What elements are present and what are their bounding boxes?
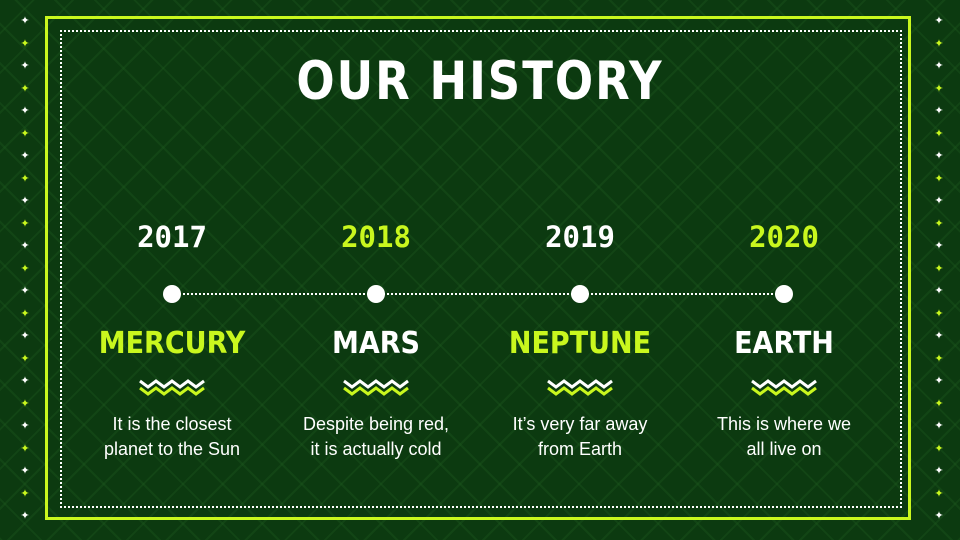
year-3: 2019 — [545, 220, 615, 254]
sparkle-icon: ✦ — [934, 509, 944, 522]
timeline-dot-3 — [571, 285, 589, 303]
sparkle-icon: ✦ — [20, 126, 30, 140]
description-3: It’s very far away from Earth — [470, 412, 690, 462]
sparkle-icon: ✦ — [20, 486, 30, 500]
sparkle-icon: ✦ — [20, 239, 30, 252]
sparkle-icon: ✦ — [20, 171, 30, 185]
sparkle-icon: ✦ — [20, 81, 30, 95]
timeline-dot-2 — [367, 285, 385, 303]
description-3-line-2: from Earth — [537, 439, 623, 459]
sparkle-icon: ✦ — [934, 14, 944, 27]
sparkle-icon: ✦ — [934, 351, 944, 365]
planet-name-1: MERCURY — [98, 326, 246, 361]
slide-title: OUR HISTORY — [296, 50, 664, 112]
sparkle-icon: ✦ — [20, 149, 30, 162]
year-1: 2017 — [137, 220, 207, 254]
zigzag-icon — [343, 379, 409, 396]
sparkle-icon: ✦ — [934, 419, 944, 432]
sparkle-icon: ✦ — [934, 329, 944, 342]
sparkle-icon: ✦ — [934, 126, 944, 140]
sparkle-icon: ✦ — [934, 441, 944, 455]
timeline-dot-4 — [775, 285, 793, 303]
planet-name-3: NEPTUNE — [508, 326, 652, 361]
sparkle-icon: ✦ — [20, 284, 30, 297]
zigzag-icon — [751, 379, 817, 396]
inner-dotted-border — [60, 30, 902, 508]
sparkle-icon: ✦ — [20, 36, 30, 50]
planet-name-4: EARTH — [734, 326, 834, 361]
sparkle-icon: ✦ — [20, 329, 30, 342]
sparkle-icon: ✦ — [934, 81, 944, 95]
sparkle-icon: ✦ — [20, 396, 30, 410]
description-4-line-2: all live on — [746, 439, 822, 459]
description-2: Despite being red, it is actually cold — [266, 412, 486, 462]
zigzag-icon — [139, 379, 205, 396]
sparkle-icon: ✦ — [934, 396, 944, 410]
description-2-line-1: Despite being red, — [302, 414, 450, 434]
zigzag-icon — [547, 379, 613, 396]
right-star-column: ✦ ✦ ✦ ✦ ✦ ✦ ✦ ✦ ✦ ✦ ✦ ✦ ✦ ✦ ✦ ✦ ✦ ✦ ✦ ✦ ✦ ✦ ✦ — [932, 14, 946, 526]
sparkle-icon: ✦ — [20, 351, 30, 365]
sparkle-icon: ✦ — [934, 306, 944, 320]
sparkle-icon: ✦ — [20, 464, 30, 477]
year-2: 2018 — [341, 220, 411, 254]
sparkle-icon: ✦ — [934, 239, 944, 252]
sparkle-icon: ✦ — [20, 509, 30, 522]
left-star-column: ✦ ✦ ✦ ✦ ✦ ✦ ✦ ✦ ✦ ✦ ✦ ✦ ✦ ✦ ✦ ✦ ✦ ✦ ✦ ✦ ✦ ✦ ✦ — [18, 14, 32, 526]
description-1-line-1: It is the closest — [112, 414, 232, 434]
description-4: This is where we all live on — [674, 412, 894, 462]
sparkle-icon: ✦ — [934, 59, 944, 72]
outer-border — [45, 16, 911, 520]
sparkle-icon: ✦ — [934, 171, 944, 185]
timeline-dot-1 — [163, 285, 181, 303]
description-2-line-2: it is actually cold — [310, 439, 442, 459]
sparkle-icon: ✦ — [934, 216, 944, 230]
sparkle-icon: ✦ — [20, 59, 30, 72]
sparkle-icon: ✦ — [20, 216, 30, 230]
description-1: It is the closest planet to the Sun — [62, 412, 282, 462]
sparkle-icon: ✦ — [934, 374, 944, 387]
year-4: 2020 — [749, 220, 819, 254]
sparkle-icon: ✦ — [934, 261, 944, 275]
sparkle-icon: ✦ — [934, 284, 944, 297]
sparkle-icon: ✦ — [934, 194, 944, 207]
sparkle-icon: ✦ — [20, 374, 30, 387]
sparkle-icon: ✦ — [934, 149, 944, 162]
planet-name-2: MARS — [332, 326, 420, 361]
sparkle-icon: ✦ — [20, 306, 30, 320]
sparkle-icon: ✦ — [20, 194, 30, 207]
sparkle-icon: ✦ — [934, 104, 944, 117]
description-1-line-2: planet to the Sun — [103, 439, 241, 459]
description-3-line-1: It’s very far away — [512, 414, 648, 434]
sparkle-icon: ✦ — [20, 261, 30, 275]
sparkle-icon: ✦ — [20, 419, 30, 432]
sparkle-icon: ✦ — [934, 36, 944, 50]
sparkle-icon: ✦ — [20, 14, 30, 27]
sparkle-icon: ✦ — [934, 464, 944, 477]
sparkle-icon: ✦ — [20, 104, 30, 117]
sparkle-icon: ✦ — [934, 486, 944, 500]
sparkle-icon: ✦ — [20, 441, 30, 455]
description-4-line-1: This is where we — [716, 414, 852, 434]
timeline-line — [172, 293, 784, 295]
